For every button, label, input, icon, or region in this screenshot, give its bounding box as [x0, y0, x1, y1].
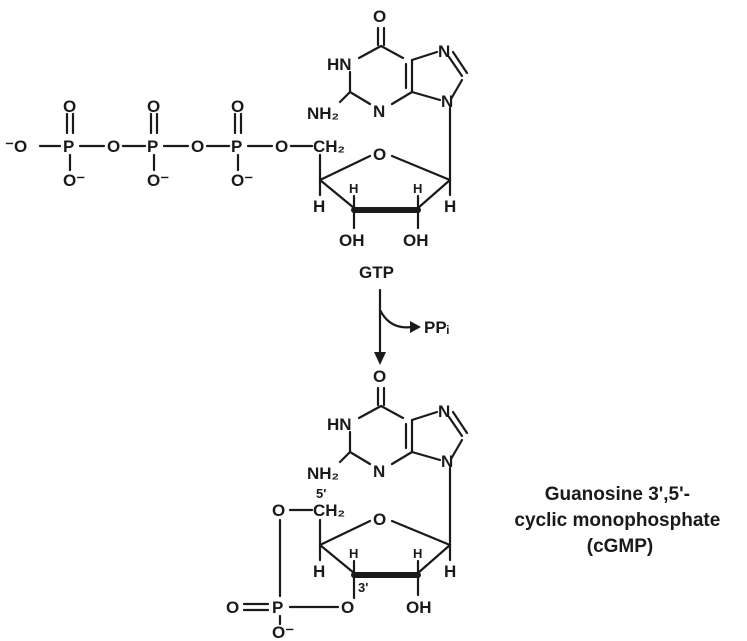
gtp-bridge-o-2: O — [191, 137, 204, 156]
gtp-bridge-o-3: O — [275, 137, 288, 156]
cgmp-caption-line-2: cyclic monophosphate — [514, 510, 720, 531]
gtp-n1-h: HN — [327, 55, 352, 74]
gtp-phosphate-3-p: P — [231, 137, 242, 156]
cgmp-c2-h: H — [413, 546, 422, 561]
cgmp-c2-oh: OH — [406, 598, 432, 617]
gtp-phosphate-1-bottom-o: O⁻ — [63, 171, 85, 190]
gtp-c2-h: H — [413, 181, 422, 196]
cgmp-c4-h: H — [313, 562, 325, 581]
gtp-c3-h: H — [349, 181, 358, 196]
gtp-amine: NH₂ — [307, 104, 339, 123]
reaction-arrow: PPᵢ — [374, 288, 449, 365]
cgmp-position-3: 3' — [358, 580, 368, 595]
cgmp-caption: Guanosine 3',5'- cyclic monophosphate (c… — [514, 484, 725, 557]
cgmp-n1-h: HN — [327, 415, 352, 434]
cgmp-purine-bonds — [338, 386, 469, 547]
gtp-c4-h: H — [313, 197, 325, 216]
gtp-terminal-o-minus: ⁻O — [5, 137, 27, 156]
byproduct-pyrophosphate: PPᵢ — [424, 318, 449, 337]
gtp-bridge-o-1: O — [107, 137, 120, 156]
cgmp-carbonyl-o: O — [373, 367, 386, 386]
gtp-ch2: CH₂ — [313, 137, 345, 156]
gtp-ring-o: O — [373, 145, 386, 164]
cgmp-3-oxygen: O — [341, 598, 354, 617]
gtp-carbonyl-o: O — [373, 7, 386, 26]
gtp-c3-oh: OH — [339, 231, 365, 250]
gtp-phosphate-1-top-o: O — [63, 97, 76, 116]
gtp-triphosphate: ⁻O P O O⁻ O P O O⁻ O P O O⁻ — [5, 97, 345, 190]
cgmp-ch2: CH₂ — [313, 501, 345, 520]
gtp-c1-h: H — [444, 197, 456, 216]
gtp-label: GTP — [359, 263, 394, 282]
cgmp-purine-atoms: O HN N N N NH₂ — [307, 367, 453, 483]
gtp-phosphate-3-bottom-o: O⁻ — [231, 171, 253, 190]
cgmp-amine: NH₂ — [307, 464, 339, 483]
gtp-purine-atoms: O HN N N N NH₂ — [307, 7, 453, 123]
cgmp-o-minus: O⁻ — [272, 623, 294, 641]
cgmp-ribose-phosphate: 5' O CH₂ O H H H H 3' O OH — [226, 486, 456, 641]
cgmp-n7: N — [438, 402, 450, 421]
cgmp-n3: N — [373, 462, 385, 481]
gtp-molecule: O HN N N N NH₂ ⁻O P O O⁻ O P O O⁻ — [5, 7, 469, 282]
cgmp-molecule: O HN N N N NH₂ 5' O CH₂ O H H H — [226, 367, 725, 641]
cgmp-caption-line-1: Guanosine 3',5'- — [545, 484, 690, 505]
cgmp-n9: N — [441, 452, 453, 471]
cgmp-caption-line-3: (cGMP) — [587, 536, 654, 557]
gtp-n3: N — [373, 102, 385, 121]
gtp-phosphate-3-top-o: O — [231, 97, 244, 116]
cgmp-5-oxygen: O — [272, 501, 285, 520]
gtp-n7: N — [438, 42, 450, 61]
cgmp-phosphorus: P — [272, 598, 283, 617]
gtp-ribose: O H H H H OH OH — [313, 145, 456, 250]
gtp-purine-bonds — [338, 26, 469, 182]
cgmp-position-5: 5' — [316, 486, 326, 501]
gtp-phosphate-2-top-o: O — [147, 97, 160, 116]
gtp-n9: N — [441, 92, 453, 111]
gtp-c2-oh: OH — [403, 231, 429, 250]
gtp-phosphate-2-bottom-o: O⁻ — [147, 171, 169, 190]
gtp-phosphate-2-p: P — [147, 137, 158, 156]
cgmp-c1-h: H — [444, 562, 456, 581]
cgmp-c3-h: H — [349, 546, 358, 561]
gtp-phosphate-1-p: P — [63, 137, 74, 156]
cgmp-ring-o: O — [373, 510, 386, 529]
cgmp-double-bond-o: O — [226, 598, 239, 617]
